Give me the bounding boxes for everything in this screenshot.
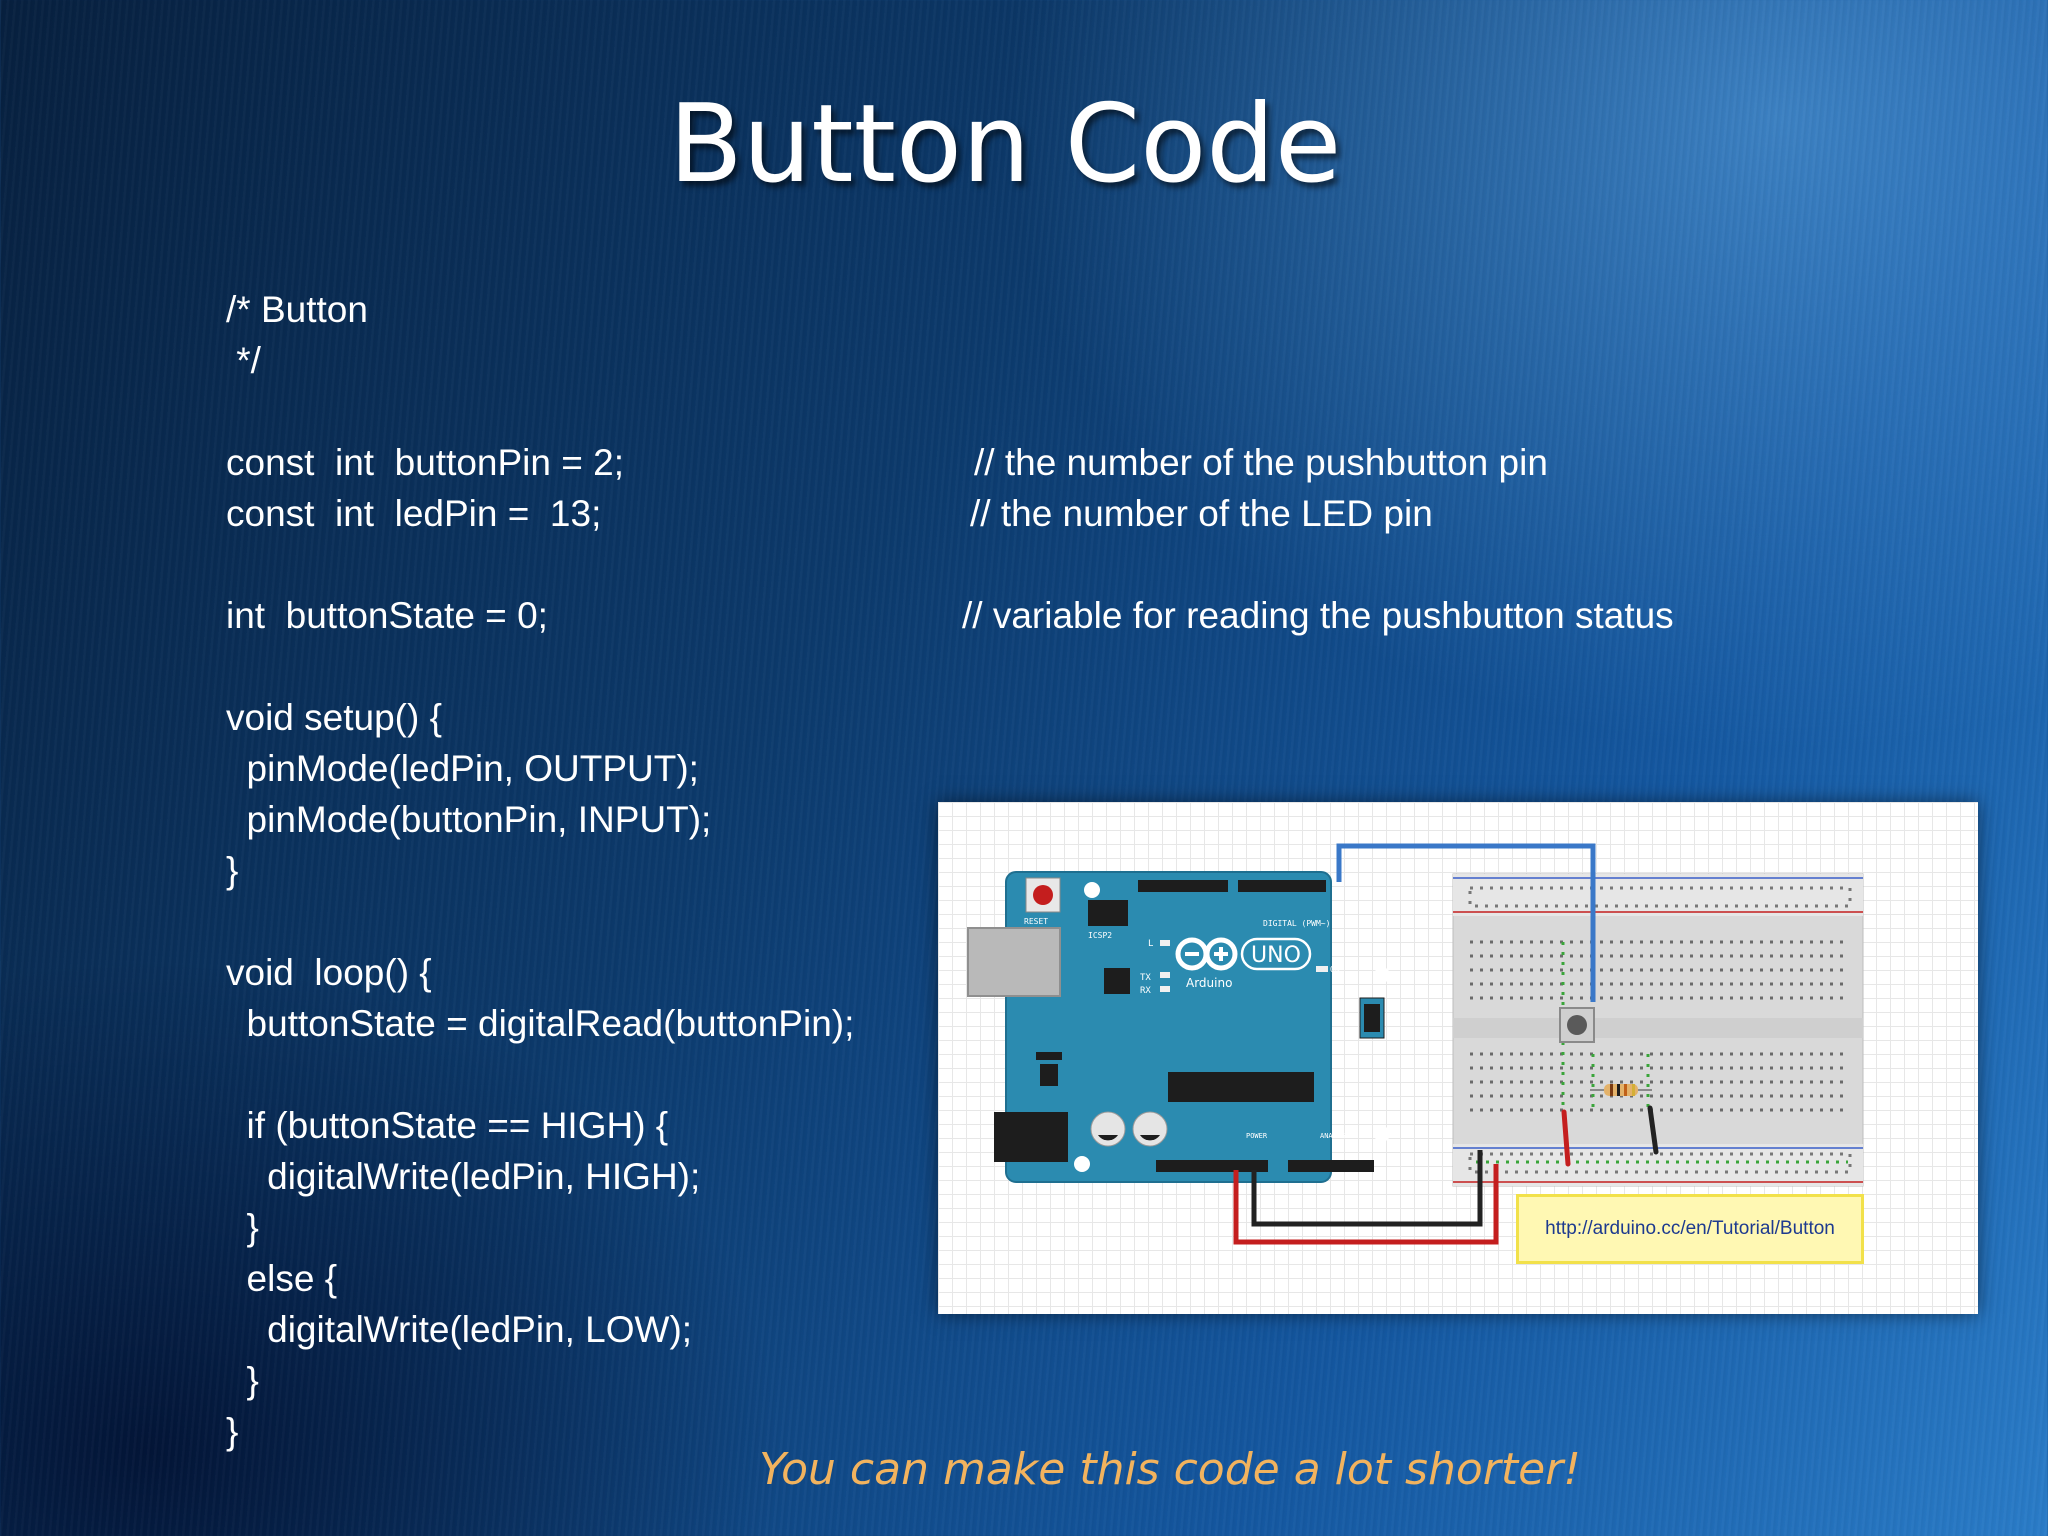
code-comment: // variable for reading the pushbutton s… (962, 595, 1674, 636)
header-power (1156, 1160, 1268, 1172)
circuit-drawing: RESET ICSP2 DIGITAL (PWM~) L TX RX (967, 843, 1864, 1245)
l-label: L (1148, 939, 1153, 949)
footer-note: You can make this code a lot shorter! (759, 1444, 1581, 1495)
analog-label: ANALOG IN (1320, 1132, 1358, 1140)
code-line: } (226, 1360, 259, 1401)
on-label: ON (1330, 965, 1340, 974)
microcontroller-chip (1168, 1072, 1314, 1102)
code-line: void loop() { (226, 952, 432, 993)
wire-blue (1336, 843, 1596, 1002)
code-line: int buttonState = 0; (226, 595, 548, 636)
code-line: else { (226, 1258, 338, 1299)
code-comment: // the number of the pushbutton pin (974, 442, 1548, 483)
code-line: const int ledPin = 13; (226, 493, 602, 534)
usb-connector (967, 927, 1061, 997)
arduino-logo-icon (1175, 937, 1238, 971)
power-label: POWER (1246, 1132, 1268, 1140)
code-line: const int buttonPin = 2; (226, 442, 625, 483)
breadboard (1452, 873, 1864, 1187)
wire-red (1233, 1164, 1499, 1245)
code-line: pinMode(ledPin, OUTPUT); (226, 748, 699, 789)
code-line: pinMode(buttonPin, INPUT); (226, 799, 712, 840)
uno-label: UNO (1251, 943, 1301, 968)
tx-label: TX (1140, 973, 1151, 983)
pushbutton (1559, 1007, 1595, 1043)
arduino-label: Arduino (1186, 976, 1232, 990)
code-line: } (226, 1207, 259, 1248)
rx-label: RX (1140, 986, 1151, 996)
code-line: digitalWrite(ledPin, HIGH); (226, 1156, 701, 1197)
reset-button-icon (1033, 885, 1053, 905)
pushbutton-icon (1567, 1015, 1587, 1035)
code-comment: // the number of the LED pin (970, 493, 1433, 534)
slide-title: Button Code (668, 82, 1342, 207)
digital-label: DIGITAL (PWM~) (1263, 919, 1330, 928)
wire-black (1251, 1150, 1483, 1227)
code-line: if (buttonState == HIGH) { (226, 1105, 669, 1146)
code-line: buttonState = digitalRead(buttonPin); (226, 1003, 855, 1044)
code-line: void setup() { (226, 697, 442, 738)
code-line: */ (226, 340, 261, 381)
header-digital-right (1238, 880, 1326, 892)
code-line: } (226, 1411, 239, 1452)
icsp2-label: ICSP2 (1088, 931, 1112, 940)
code-line: } (226, 850, 239, 891)
power-jack (994, 1112, 1068, 1162)
header-digital-left (1138, 880, 1228, 892)
code-line: /* Button (226, 289, 368, 330)
header-analog (1288, 1160, 1374, 1172)
reset-label: RESET (1024, 917, 1048, 926)
arduino-board: RESET ICSP2 DIGITAL (PWM~) L TX RX (967, 871, 1390, 1183)
code-line: digitalWrite(ledPin, LOW); (226, 1309, 693, 1350)
circuit-diagram: RESET ICSP2 DIGITAL (PWM~) L TX RX (938, 802, 1978, 1314)
tutorial-url: http://arduino.cc/en/Tutorial/Button (1516, 1194, 1864, 1264)
